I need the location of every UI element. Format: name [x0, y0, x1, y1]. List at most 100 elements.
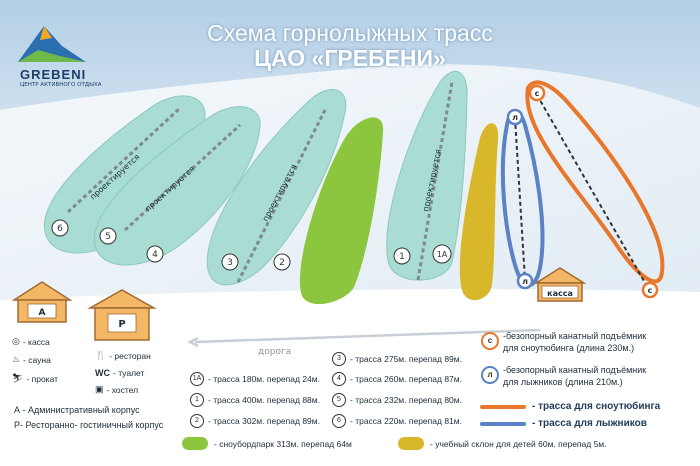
trail-5-marker [99, 227, 117, 245]
trail-2-marker [273, 253, 291, 271]
hostel-icon: ▣ [95, 384, 104, 394]
ski-rental-icon: ⛷ [12, 373, 24, 383]
legend-kids: - учебный склон для детей 60м. перепад 5… [398, 437, 607, 450]
lift-line-6 [66, 106, 182, 214]
restaurant-icon: 🍴 [95, 350, 107, 360]
trail-1-1a-shape [386, 70, 468, 281]
snowtubing-lift-top [528, 84, 546, 102]
legend-trail-6-num: 6 [332, 414, 346, 428]
trail-2-number: 2 [279, 258, 285, 268]
ski-lift [514, 117, 526, 281]
legend-trail-6: 6 - трасса 220м. перепад 81м. [332, 414, 462, 428]
legend-hotel: Р- Ресторанно- гостиничный корпус [14, 420, 164, 430]
page-subtitle: ЦАО «ГРЕБЕНИ» [254, 45, 446, 71]
legend-ski-route-text: - трасса для лыжников [532, 418, 647, 429]
trail-5-number: 5 [105, 232, 111, 242]
legend-trail-3-text: - трасса 275м. перепад 89м. [350, 354, 462, 364]
kids-slope [459, 123, 499, 301]
legend-snowtubing-route: - трасса для сноутюбинга [480, 401, 660, 412]
ski-route [500, 110, 545, 287]
page-title: Схема горнолыжных трасс [207, 20, 493, 46]
building-p-label: Р [118, 319, 125, 330]
trail-1-number: 1 [399, 252, 405, 262]
ski-route-swatch [480, 421, 526, 426]
legend-sauna: ♨ - сауна [12, 354, 51, 365]
trail-6-marker [51, 219, 69, 237]
legend-trail-5: 5 - трасса 232м. перепад 80м. [332, 393, 462, 407]
legend-trail-4: 4 - трасса 260м. перепад 87м. [332, 372, 462, 386]
legend-toilet: WC - туалет [95, 368, 144, 378]
legend-trail-3-num: 3 [332, 352, 346, 366]
trail-6-number: 6 [57, 224, 63, 234]
legend-kids-text: - учебный склон для детей 60м. перепад 5… [430, 438, 607, 449]
building-a [11, 281, 73, 323]
ski-lift-top-letter: л [512, 113, 518, 122]
ski-lift-bottom [516, 272, 534, 290]
legend-prokat-text: - прокат [26, 373, 59, 384]
snowtubing-lift [536, 94, 649, 289]
legend-trail-5-text: - трасса 232м. перепад 80м. [350, 395, 462, 405]
trail-4-number: 4 [152, 250, 158, 260]
road-label: дорога [258, 347, 291, 357]
legend-restaurant-text: - ресторан [109, 350, 151, 361]
trail-1a-marker [432, 244, 452, 264]
legend-trail-5-num: 5 [332, 393, 346, 407]
building-a-label: А [39, 308, 46, 318]
snowtubing-lift-bottom-letter: c [648, 286, 653, 295]
lift-line-5 [123, 123, 242, 232]
legend-trail-1a-text: - трасса 180м. перепад 24м. [208, 374, 320, 384]
legend-snowpark-text: - сноубордпарк 313м. перепад 64м [214, 438, 352, 449]
kassa-house-label: касса [547, 289, 573, 298]
legend-ski-lift-icon: л [481, 366, 499, 384]
hill-base [0, 289, 700, 318]
ski-lift-top [506, 108, 524, 126]
legend-ski-lift-line1: -безопорный канатный подъёмник [503, 365, 647, 375]
snowtubing-lift-top-letter: c [535, 89, 540, 98]
legend-hostel-text: - хостел [106, 384, 139, 395]
cash-icon: ◎ [12, 336, 20, 346]
legend-trail-1a-num: 1А [190, 372, 204, 386]
kassa-house [533, 267, 587, 302]
legend-snowtubing-lift-line2: для сноутюбинга (длина 230м.) [503, 343, 635, 353]
legend-trail-2: 2 - трасса 302м. перепад 89м. [190, 414, 320, 428]
legend-ski-lift: л -безопорный канатный подъёмник для лыж… [481, 364, 647, 388]
mountain-logo-icon [18, 26, 86, 62]
trail-1-marker [393, 247, 411, 265]
lift-line-1 [416, 81, 454, 281]
legend-trail-4-num: 4 [332, 372, 346, 386]
legend-snowpark: - сноубордпарк 313м. перепад 64м [182, 437, 352, 450]
building-p [87, 289, 157, 341]
legend-snowtubing-lift-icon: c [481, 332, 499, 350]
legend-trail-1-num: 1 [190, 393, 204, 407]
legend-trail-3: 3 - трасса 275м. перепад 89м. [332, 352, 462, 366]
trail-3-number: 3 [227, 258, 233, 268]
legend-snowtubing-lift-line1: -безопорный канатный подъёмник [503, 331, 647, 341]
logo-name: GREBENI [20, 67, 87, 82]
snowtubing-route [525, 80, 665, 284]
legend-trail-1: 1 - трасса 400м. перепад 88м. [190, 393, 320, 407]
snowpark-swatch [182, 437, 208, 450]
snowtubing-lift-bottom [641, 281, 659, 299]
legend-hostel: ▣ - хостел [95, 384, 138, 395]
logo: GREBENI ЦЕНТР АКТИВНОГО ОТДЫХА [12, 16, 102, 88]
legend-prokat: ⛷ - прокат [12, 373, 58, 384]
logo-subtitle: ЦЕНТР АКТИВНОГО ОТДЫХА [20, 82, 102, 88]
legend-trail-2-text: - трасса 302м. перепад 89м. [208, 416, 320, 426]
toilet-icon: WC [95, 368, 110, 378]
legend-snowtubing-route-text: - трасса для сноутюбинга [532, 401, 661, 412]
trail-4-marker [146, 245, 164, 263]
legend-admin: А - Административный корпус [14, 405, 140, 415]
road [194, 328, 541, 344]
snowtubing-route-swatch [480, 404, 526, 409]
sauna-icon: ♨ [12, 354, 21, 364]
trail-1a-number: 1А [437, 250, 448, 259]
road-arrow [187, 336, 199, 348]
legend-trail-6-text: - трасса 220м. перепад 81м. [350, 416, 462, 426]
legend-kassa-text: - касса [22, 336, 50, 347]
ski-lift-bottom-letter: л [522, 277, 528, 286]
legend-trail-1a: 1А - трасса 180м. перепад 24м. [190, 372, 320, 386]
legend-sauna-text: - сауна [23, 354, 51, 365]
legend-ski-lift-line2: для лыжников (длина 210м.) [503, 377, 623, 387]
kids-swatch [398, 437, 424, 450]
